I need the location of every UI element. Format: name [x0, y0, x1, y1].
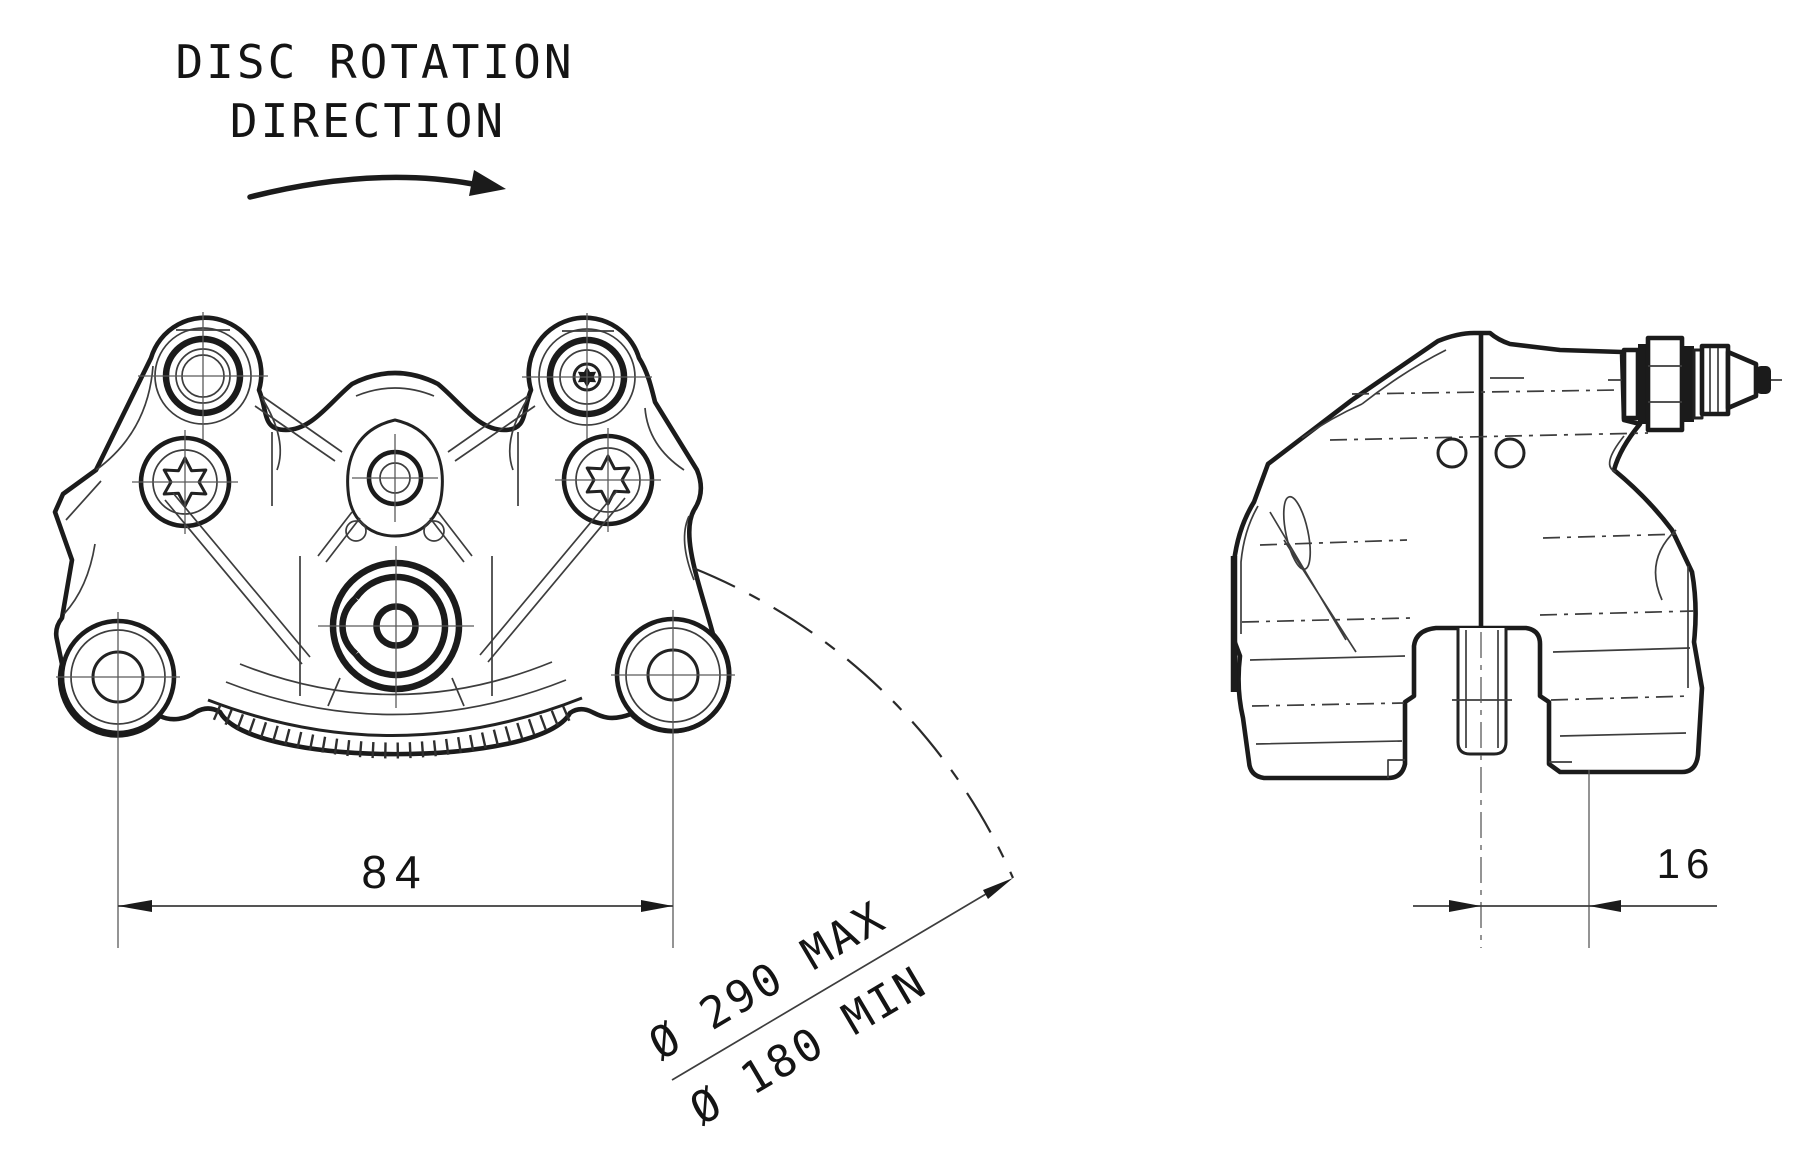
dimension-84: 84 — [117, 610, 674, 948]
diagonal-leader — [671, 893, 987, 1081]
front-view — [52, 312, 735, 759]
front-pin-hole-right — [423, 520, 445, 542]
front-top-right-boss — [522, 313, 652, 441]
rotation-arrow-icon — [247, 170, 506, 200]
arrowhead-left — [118, 900, 152, 912]
arch-knurl-band — [212, 702, 578, 759]
disc-edge-arc — [692, 566, 1015, 879]
dimension-16-value: 16 — [1657, 840, 1716, 887]
diagonal-arrowhead — [983, 878, 1013, 899]
front-left-torx-screw — [132, 430, 238, 534]
arrowhead-right — [1589, 900, 1621, 912]
side-pad-assembly — [1452, 628, 1512, 756]
front-pin-hole-left — [345, 520, 367, 542]
arrowhead-right — [641, 900, 673, 912]
disc-rotation-annotation: DISC ROTATION DIRECTION — [175, 35, 574, 200]
side-face-hole-right — [1494, 437, 1526, 469]
brembo-logo — [318, 546, 474, 708]
bleed-fitting — [1608, 335, 1788, 433]
dimension-16: 16 — [1413, 632, 1717, 948]
side-view — [1230, 330, 1788, 781]
disc-rotation-label-line1: DISC ROTATION — [175, 35, 574, 89]
front-top-left-boss — [138, 312, 268, 440]
dimension-84-value: 84 — [361, 846, 428, 898]
front-right-torx-screw — [555, 428, 661, 532]
front-center-screw — [346, 418, 444, 538]
side-face-hole-left — [1436, 437, 1468, 469]
disc-rotation-label-line2: DIRECTION — [230, 94, 506, 148]
arrowhead-left — [1449, 900, 1481, 912]
